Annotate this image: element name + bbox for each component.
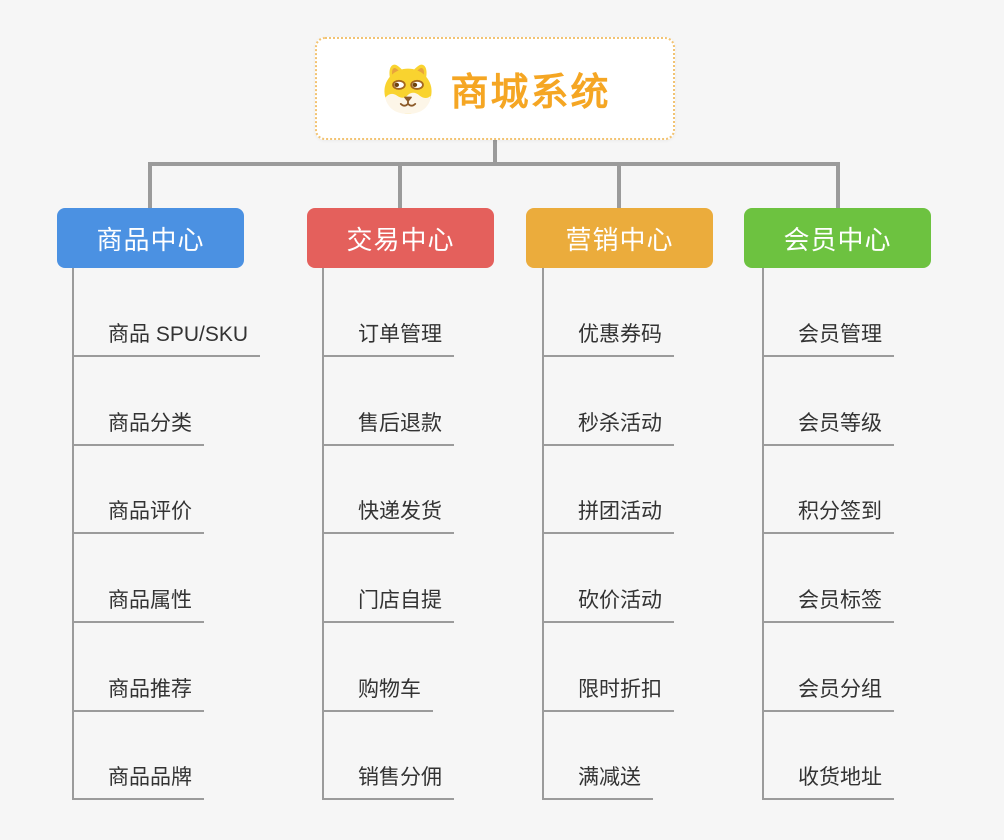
branch-label: 交易中心: [346, 224, 455, 255]
connector-drop-product: [148, 164, 152, 208]
leaf-node[interactable]: 会员标签: [764, 590, 894, 623]
branch-children-trade: 订单管理 售后退款 快递发货 门店自提 购物车 销售分佣: [322, 268, 454, 800]
branch-children-marketing: 优惠券码 秒杀活动 拼团活动 砍价活动 限时折扣 满减送: [542, 268, 674, 800]
leaf-node[interactable]: 限时折扣: [544, 679, 674, 712]
connector-root-stub: [493, 140, 497, 164]
doge-icon: [384, 64, 433, 114]
leaf-node[interactable]: 商品品牌: [74, 767, 204, 800]
branch-children-member: 会员管理 会员等级 积分签到 会员标签 会员分组 收货地址: [762, 268, 894, 800]
branch-label: 营销中心: [565, 224, 674, 255]
leaf-node[interactable]: 会员等级: [764, 413, 894, 446]
leaf-node[interactable]: 商品 SPU/SKU: [74, 324, 261, 357]
branch-node-marketing-center[interactable]: 营销中心: [526, 208, 713, 268]
leaf-node[interactable]: 售后退款: [324, 413, 454, 446]
branch-label: 会员中心: [783, 224, 892, 255]
leaf-node[interactable]: 收货地址: [764, 767, 894, 800]
leaf-node[interactable]: 快递发货: [324, 501, 454, 534]
leaf-node[interactable]: 商品推荐: [74, 679, 204, 712]
leaf-node[interactable]: 商品评价: [74, 501, 204, 534]
leaf-node[interactable]: 拼团活动: [544, 501, 674, 534]
branch-node-member-center[interactable]: 会员中心: [744, 208, 931, 268]
leaf-node[interactable]: 购物车: [324, 679, 433, 712]
connector-drop-trade: [398, 164, 402, 208]
connector-drop-marketing: [617, 164, 621, 208]
branch-node-trade-center[interactable]: 交易中心: [307, 208, 494, 268]
leaf-node[interactable]: 销售分佣: [324, 767, 454, 800]
leaf-node[interactable]: 会员管理: [764, 324, 894, 357]
branch-label: 商品中心: [96, 224, 205, 255]
leaf-node[interactable]: 满减送: [544, 767, 653, 800]
branch-node-product-center[interactable]: 商品中心: [57, 208, 244, 268]
leaf-node[interactable]: 优惠券码: [544, 324, 674, 357]
leaf-node[interactable]: 门店自提: [324, 590, 454, 623]
root-title: 商城系统: [450, 72, 611, 114]
leaf-node[interactable]: 商品分类: [74, 413, 204, 446]
leaf-node[interactable]: 秒杀活动: [544, 413, 674, 446]
leaf-node[interactable]: 订单管理: [324, 324, 454, 357]
leaf-node[interactable]: 积分签到: [764, 501, 894, 534]
leaf-node[interactable]: 砍价活动: [544, 590, 674, 623]
connector-bus: [148, 162, 840, 166]
branch-children-product: 商品 SPU/SKU 商品分类 商品评价 商品属性 商品推荐 商品品牌: [72, 268, 261, 800]
leaf-node[interactable]: 会员分组: [764, 679, 894, 712]
leaf-node[interactable]: 商品属性: [74, 590, 204, 623]
connector-drop-member: [836, 164, 840, 208]
root-node[interactable]: 商城系统: [315, 37, 675, 140]
